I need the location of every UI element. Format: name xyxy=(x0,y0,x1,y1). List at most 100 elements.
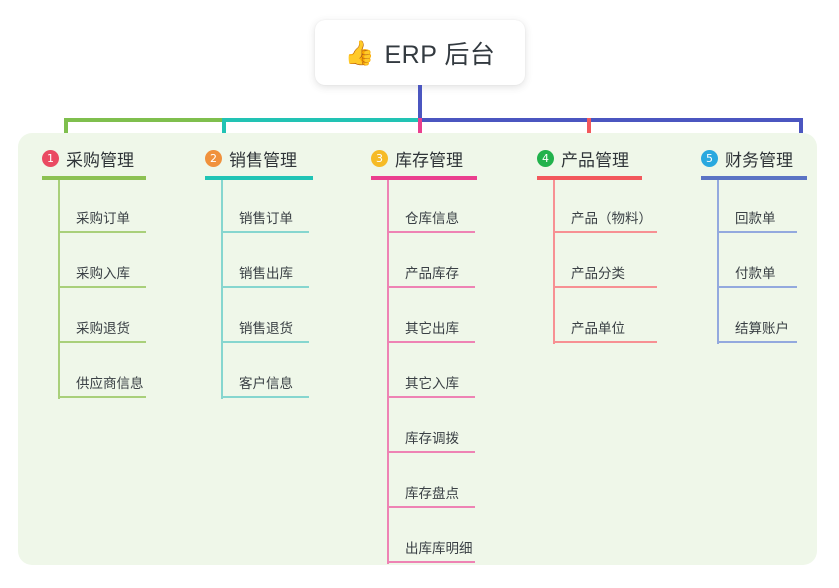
leaf-rule xyxy=(221,231,309,233)
list-item[interactable]: 采购退货 xyxy=(42,290,146,345)
leaf-list-5: 回款单付款单结算账户 xyxy=(701,180,807,345)
leaf-label: 采购订单 xyxy=(76,211,130,226)
leaf-spine-1 xyxy=(58,180,60,399)
column-header-5[interactable]: 5 财务管理 xyxy=(701,146,807,170)
column-underline-5 xyxy=(701,176,807,180)
leaf-rule xyxy=(58,286,146,288)
list-item[interactable]: 客户信息 xyxy=(205,345,313,400)
leaf-label: 客户信息 xyxy=(239,376,293,391)
leaf-label: 供应商信息 xyxy=(76,376,144,391)
column-header-4[interactable]: 4 产品管理 xyxy=(537,146,642,170)
column-4: 4 产品管理产品（物料） 产品分类产品单位 xyxy=(537,146,657,345)
list-item[interactable]: 销售出库 xyxy=(205,235,313,290)
leaf-label: 销售订单 xyxy=(239,211,293,226)
leaf-label: 仓库信息 xyxy=(405,211,459,226)
leaf-rule xyxy=(553,341,657,343)
bus-green xyxy=(64,118,222,122)
leaf-label: 销售出库 xyxy=(239,266,293,281)
leaf-rule xyxy=(387,561,475,563)
list-item[interactable]: 其它入库 xyxy=(371,345,477,400)
column-underline-4 xyxy=(537,176,642,180)
leaf-label: 库存调拨 xyxy=(405,431,459,446)
leaf-label: 采购入库 xyxy=(76,266,130,281)
leaf-label: 销售退货 xyxy=(239,321,293,336)
list-item[interactable]: 付款单 xyxy=(701,235,807,290)
leaf-list-4: 产品（物料） 产品分类产品单位 xyxy=(537,180,657,345)
list-item[interactable]: 回款单 xyxy=(701,180,807,235)
leaf-label: 采购退货 xyxy=(76,321,130,336)
leaf-label: 出库库明细 xyxy=(405,541,473,556)
column-title-5: 财务管理 xyxy=(725,150,793,170)
thumbs-up-icon: 👍 xyxy=(344,38,375,67)
list-item[interactable]: 采购入库 xyxy=(42,235,146,290)
leaf-rule xyxy=(387,286,475,288)
root-stem-connector xyxy=(418,85,422,118)
column-underline-2 xyxy=(205,176,313,180)
leaf-rule xyxy=(387,451,475,453)
list-item[interactable]: 产品单位 xyxy=(537,290,657,345)
leaf-rule xyxy=(58,231,146,233)
list-item[interactable]: 其它出库 xyxy=(371,290,477,345)
leaf-rule xyxy=(387,506,475,508)
list-item[interactable]: 销售订单 xyxy=(205,180,313,235)
leaf-list-1: 采购订单采购入库采购退货供应商信息 xyxy=(42,180,146,400)
list-item[interactable]: 销售退货 xyxy=(205,290,313,345)
leaf-spine-4 xyxy=(553,180,555,344)
list-item[interactable]: 产品分类 xyxy=(537,235,657,290)
column-badge-2: 2 xyxy=(205,149,222,167)
list-item[interactable]: 仓库信息 xyxy=(371,180,477,235)
leaf-label: 其它入库 xyxy=(405,376,459,391)
column-title-2: 销售管理 xyxy=(229,150,297,170)
column-badge-4: 4 xyxy=(537,149,554,167)
leaf-label: 其它出库 xyxy=(405,321,459,336)
list-item[interactable]: 产品（物料） xyxy=(537,180,657,235)
column-badge-5: 5 xyxy=(701,149,718,167)
leaf-label: 库存盘点 xyxy=(405,486,459,501)
leaf-spine-2 xyxy=(221,180,223,399)
leaf-label: 付款单 xyxy=(735,266,776,281)
leaf-rule xyxy=(58,341,146,343)
root-node[interactable]: 👍 ERP 后台 xyxy=(315,20,525,85)
leaf-label: 结算账户 xyxy=(735,321,789,336)
list-item[interactable]: 供应商信息 xyxy=(42,345,146,400)
leaf-label: 产品（物料） xyxy=(571,211,652,226)
leaf-rule xyxy=(387,341,475,343)
leaf-label: 回款单 xyxy=(735,211,776,226)
leaf-spine-5 xyxy=(717,180,719,344)
bus-blue xyxy=(418,118,803,122)
leaf-rule xyxy=(553,286,657,288)
leaf-rule xyxy=(58,396,146,398)
leaf-spine-3 xyxy=(387,180,389,564)
list-item[interactable]: 结算账户 xyxy=(701,290,807,345)
list-item[interactable]: 库存盘点 xyxy=(371,455,477,510)
leaf-rule xyxy=(387,231,475,233)
list-item[interactable]: 采购订单 xyxy=(42,180,146,235)
column-title-4: 产品管理 xyxy=(561,150,629,170)
leaf-list-2: 销售订单销售出库销售退货客户信息 xyxy=(205,180,313,400)
leaf-rule xyxy=(717,286,797,288)
column-header-2[interactable]: 2 销售管理 xyxy=(205,146,313,170)
leaf-rule xyxy=(553,231,657,233)
leaf-label: 产品分类 xyxy=(571,266,625,281)
column-2: 2 销售管理销售订单销售出库销售退货客户信息 xyxy=(205,146,313,400)
column-underline-1 xyxy=(42,176,146,180)
list-item[interactable]: 出库库明细 xyxy=(371,510,477,565)
column-badge-3: 3 xyxy=(371,149,388,167)
column-5: 5 财务管理回款单付款单结算账户 xyxy=(701,146,807,345)
column-title-1: 采购管理 xyxy=(66,150,134,170)
list-item[interactable]: 产品库存 xyxy=(371,235,477,290)
list-item[interactable]: 库存调拨 xyxy=(371,400,477,455)
mindmap-panel xyxy=(18,133,817,565)
leaf-list-3: 仓库信息产品库存其它出库其它入库库存调拨库存盘点出库库明细 xyxy=(371,180,477,565)
column-underline-3 xyxy=(371,176,477,180)
leaf-rule xyxy=(717,231,797,233)
bus-teal xyxy=(222,118,418,122)
leaf-rule xyxy=(221,341,309,343)
leaf-rule xyxy=(221,286,309,288)
leaf-rule xyxy=(387,396,475,398)
leaf-label: 产品库存 xyxy=(405,266,459,281)
